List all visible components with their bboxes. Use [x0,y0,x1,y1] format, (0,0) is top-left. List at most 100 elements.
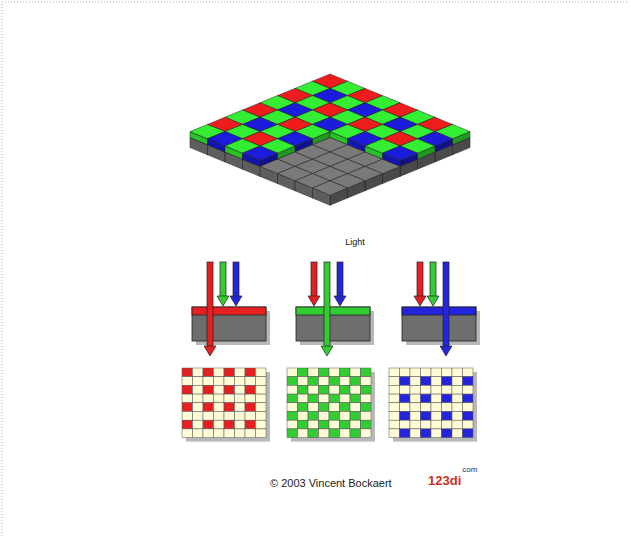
grid-cell [421,385,432,394]
grid-cell [442,394,453,403]
grid-cell [329,377,340,386]
grid-cell [287,385,298,394]
arrow-head [427,296,439,306]
grid-cell [235,429,246,438]
grid-cell [256,394,267,403]
grid-cell [319,403,330,412]
grid-cell [361,394,372,403]
grid-cell [298,403,309,412]
grid-cell [224,420,235,429]
grid-cell [421,368,432,377]
grid-cell [442,385,453,394]
grid-cell [452,385,463,394]
grid-cell [463,394,474,403]
arrow-head [440,346,452,356]
grid-cell [182,394,193,403]
grid-cell [308,394,319,403]
grid-cell [329,368,340,377]
grid-cell [340,377,351,386]
grid-cell [308,385,319,394]
grid-cell [298,368,309,377]
grid-cell [203,429,214,438]
arrow-shaft [311,262,317,297]
arrow-head [334,296,346,306]
grid-cell [389,377,400,386]
grid-cell [193,420,204,429]
grid-cell [245,368,256,377]
grid-cell [319,394,330,403]
grid-cell [463,385,474,394]
grid-cell [410,412,421,421]
grid-cell [256,368,267,377]
grid-cell [298,412,309,421]
grid-cell [340,385,351,394]
grid-cell [245,394,256,403]
grid-cell [350,429,361,438]
grid-cell [193,368,204,377]
photosite-block [296,307,370,341]
grid-cell [224,412,235,421]
grid-cell [389,403,400,412]
grid-cell [256,377,267,386]
channel-grid [287,368,375,442]
grid-cell [224,429,235,438]
color-filter-layer [402,307,476,315]
grid-cell [193,377,204,386]
grid-cell [308,429,319,438]
grid-cell [350,394,361,403]
filter-light-demo [192,262,270,356]
grid-cell [235,385,246,394]
grid-cell [308,420,319,429]
grid-cell [319,368,330,377]
grid-cell [287,377,298,386]
grid-cell [298,394,309,403]
grid-cell [287,429,298,438]
grid-cell [463,403,474,412]
grid-cell [452,368,463,377]
light-label: Light [305,238,405,248]
grid-cell [421,394,432,403]
grid-cell [421,403,432,412]
grid-cell [235,368,246,377]
grid-cell [256,420,267,429]
grid-cell [452,394,463,403]
grid-cell [256,385,267,394]
drop-shadow [291,372,375,442]
grid-cell [193,412,204,421]
grid-cell [214,394,225,403]
grid-cell [203,403,214,412]
grid-cell [340,420,351,429]
filter-mosaic [190,74,470,205]
grid-cell [235,403,246,412]
grid-cell [329,429,340,438]
color-filter-layer [296,307,370,315]
grid-cell [308,368,319,377]
grid-cell [182,420,193,429]
grid-cell [193,394,204,403]
photosite-cube [313,181,348,205]
logo-text: 123di [428,474,461,488]
grid-cell [350,412,361,421]
grid-cell [389,385,400,394]
grid-cell [442,377,453,386]
grid-cell [214,429,225,438]
grid-cell [298,385,309,394]
grid-cell [421,377,432,386]
grid-cell [245,429,256,438]
grid-cell [361,385,372,394]
grid-cell [421,412,432,421]
arrow-head [217,296,229,306]
grid-cell [410,368,421,377]
grid-cell [452,420,463,429]
grid-cell [400,377,411,386]
grid-cell [452,403,463,412]
grid-cell [389,429,400,438]
grid-cell [361,429,372,438]
grid-cell [452,412,463,421]
grid-cell [182,429,193,438]
grid-cell [308,403,319,412]
grid-cell [410,385,421,394]
grid-cell [361,377,372,386]
filter-light-demo [296,262,374,356]
arrow-head [414,296,426,306]
